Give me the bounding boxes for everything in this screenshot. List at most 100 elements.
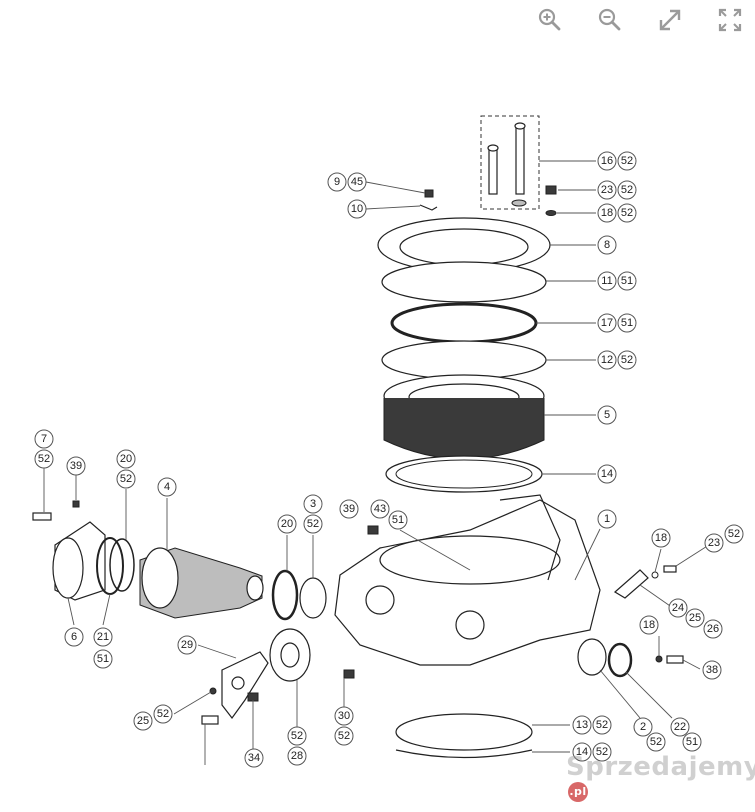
svg-text:52: 52: [291, 730, 303, 742]
callout: 52: [646, 732, 666, 752]
callout: 34: [244, 748, 264, 768]
callout: 18: [651, 528, 671, 548]
callout: 52: [592, 742, 612, 762]
svg-text:30: 30: [338, 710, 350, 722]
callout: 16: [597, 151, 617, 171]
svg-text:23: 23: [601, 184, 613, 196]
callout: 52: [617, 151, 637, 171]
callout: 8: [597, 235, 617, 255]
callout: 20: [277, 514, 297, 534]
svg-text:43: 43: [374, 503, 386, 515]
washer-18: [545, 210, 557, 216]
callout: 23: [597, 180, 617, 200]
svg-text:18: 18: [601, 207, 613, 219]
zoom-out-button[interactable]: [596, 6, 624, 34]
watermark-badge: .pl: [568, 782, 588, 802]
svg-text:4: 4: [164, 481, 170, 493]
bolt-short: [488, 147, 498, 195]
svg-text:39: 39: [343, 503, 355, 515]
svg-text:28: 28: [291, 750, 303, 762]
callout: 52: [303, 514, 323, 534]
svg-text:34: 34: [248, 752, 260, 764]
callout: 52: [617, 350, 637, 370]
callout: 38: [702, 660, 722, 680]
callout: 52: [592, 715, 612, 735]
bolt-group-box: [480, 115, 540, 210]
svg-text:52: 52: [338, 730, 350, 742]
svg-text:6: 6: [71, 631, 77, 643]
svg-text:52: 52: [621, 207, 633, 219]
callout: 52: [153, 704, 173, 724]
svg-text:51: 51: [621, 317, 633, 329]
callout: 52: [617, 180, 637, 200]
callout: 11: [597, 271, 617, 291]
svg-text:14: 14: [576, 746, 588, 758]
svg-text:51: 51: [686, 736, 698, 748]
callout: 52: [334, 726, 354, 746]
callout: 52: [116, 469, 136, 489]
zoom-in-icon: [538, 8, 561, 31]
bushing-3: [299, 577, 327, 619]
callout: 51: [93, 649, 113, 669]
svg-text:8: 8: [604, 239, 610, 251]
callout: 4: [157, 477, 177, 497]
callout: 25: [685, 608, 705, 628]
oring-20: [271, 569, 299, 621]
callout: 45: [347, 172, 367, 192]
callout: 43: [370, 499, 390, 519]
svg-text:51: 51: [97, 653, 109, 665]
plug-30: [343, 669, 355, 679]
watermark-text: Sprzedajemy: [566, 752, 755, 782]
svg-text:9: 9: [334, 176, 340, 188]
ring-14: [385, 455, 543, 493]
callout: 30: [334, 706, 354, 726]
svg-text:20: 20: [281, 518, 293, 530]
seal-22: [607, 642, 633, 678]
svg-text:17: 17: [601, 317, 613, 329]
svg-text:11: 11: [601, 275, 612, 287]
plug-39: [72, 500, 80, 508]
callout: 25: [133, 711, 153, 731]
callout: 39: [66, 456, 86, 476]
svg-text:18: 18: [655, 532, 667, 544]
svg-text:22: 22: [674, 721, 686, 733]
fullscreen-button[interactable]: [716, 6, 744, 34]
pin-24: [613, 569, 649, 599]
callout: 12: [597, 350, 617, 370]
ring-12: [381, 340, 547, 380]
fullscreen-icon: [718, 8, 742, 32]
viewer-toolbar: [0, 0, 755, 40]
callout: 20: [116, 449, 136, 469]
svg-text:20: 20: [120, 453, 132, 465]
svg-text:51: 51: [392, 514, 404, 526]
svg-text:2: 2: [640, 721, 646, 733]
zoom-in-button[interactable]: [536, 6, 564, 34]
callout: 28: [287, 746, 307, 766]
callout: 52: [724, 524, 744, 544]
ring-14-bottom: [395, 749, 533, 759]
expand-button[interactable]: [656, 6, 684, 34]
svg-text:51: 51: [621, 275, 633, 287]
parts-drawing: [32, 115, 684, 759]
bolt-7: [32, 512, 52, 521]
svg-text:25: 25: [137, 715, 149, 727]
arm-29: [221, 651, 269, 720]
callout: 7: [34, 429, 54, 449]
svg-text:52: 52: [157, 708, 169, 720]
callout: 52: [34, 449, 54, 469]
site-watermark: Sprzedajemy.pl: [566, 752, 755, 812]
callout: 3: [303, 494, 323, 514]
svg-text:21: 21: [97, 631, 109, 643]
callout: 2: [633, 717, 653, 737]
svg-text:13: 13: [576, 719, 588, 731]
callout: 26: [703, 619, 723, 639]
callout: 29: [177, 635, 197, 655]
svg-text:29: 29: [181, 639, 193, 651]
svg-text:39: 39: [70, 460, 82, 472]
callout: 52: [617, 203, 637, 223]
expand-arrows-icon: [659, 9, 681, 31]
svg-text:52: 52: [650, 736, 662, 748]
svg-text:52: 52: [621, 184, 633, 196]
svg-text:23: 23: [708, 537, 720, 549]
